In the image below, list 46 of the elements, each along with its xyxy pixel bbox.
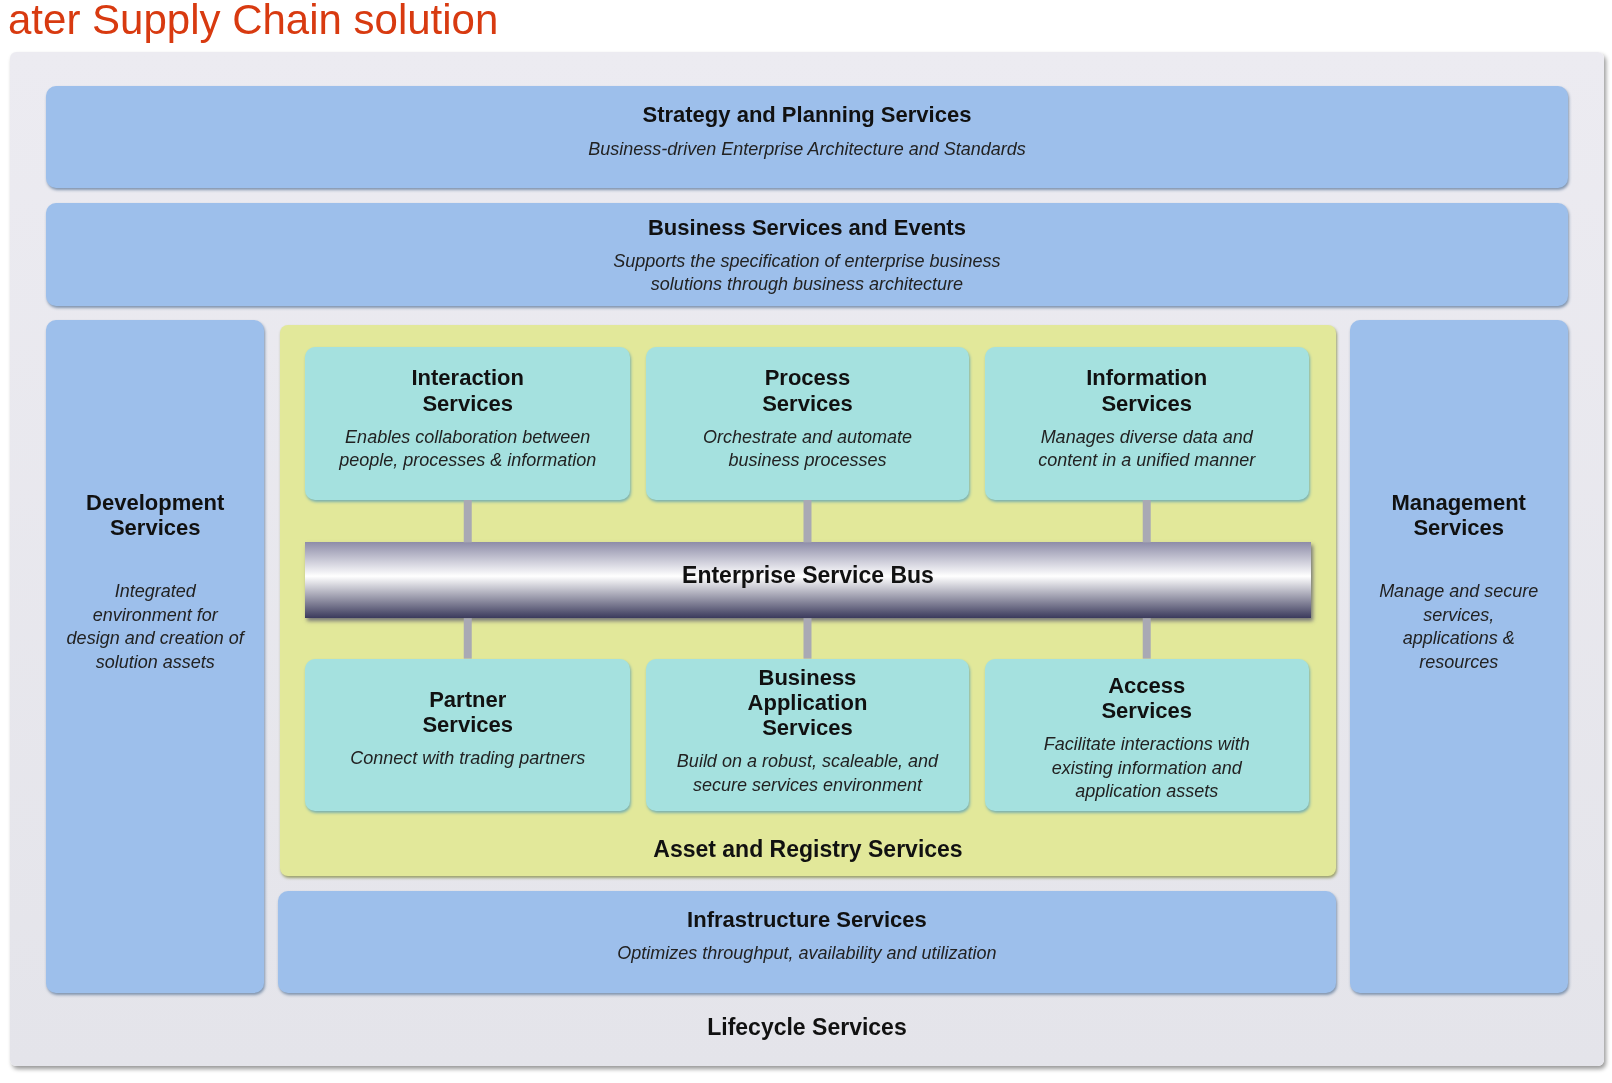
heading: Infrastructure Services bbox=[687, 907, 927, 933]
heading: Management Services bbox=[1390, 489, 1527, 541]
service-card bbox=[305, 347, 631, 500]
title: ater Supply Chain solution bbox=[8, 0, 499, 44]
heading: Interaction Services bbox=[410, 365, 525, 416]
description: Supports the specification of enterprise business solutions through business architecture bbox=[612, 249, 1002, 297]
connector-pipe bbox=[803, 618, 812, 659]
description: Build on a robust, scaleable, and secure services environment bbox=[675, 750, 940, 797]
heading: Business Services and Events bbox=[648, 214, 966, 240]
outer-frame bbox=[10, 51, 1604, 1067]
description: Manage and secure services, applications & resources bbox=[1378, 580, 1539, 674]
description: Business-driven Enterprise Architecture and Standards bbox=[588, 137, 1026, 161]
service-column bbox=[46, 319, 265, 993]
heading: Asset and Registry Services bbox=[652, 835, 964, 863]
service-band bbox=[46, 202, 1568, 306]
heading: Business Application Services bbox=[746, 664, 869, 741]
description: Enables collaboration between people, processes & information bbox=[338, 425, 598, 473]
heading: Process Services bbox=[761, 365, 854, 416]
heading: Strategy and Planning Services bbox=[642, 102, 972, 128]
registry-panel bbox=[279, 324, 1337, 877]
heading: Enterprise Service Bus bbox=[682, 562, 934, 589]
heading: Partner Services bbox=[421, 686, 514, 738]
service-card bbox=[984, 347, 1309, 500]
service-band bbox=[46, 86, 1568, 188]
connector-pipe bbox=[803, 500, 812, 543]
description: Facilitate interactions with existing information and application assets bbox=[1042, 733, 1251, 803]
service-card bbox=[645, 658, 970, 812]
connector-pipe bbox=[463, 500, 472, 543]
description: Connect with trading partners bbox=[350, 747, 586, 771]
service-card bbox=[645, 347, 970, 500]
service-column bbox=[1349, 319, 1568, 993]
heading: Development Services bbox=[85, 489, 226, 541]
description: Integrated environment for design and creation of solution assets bbox=[65, 580, 246, 674]
service-card bbox=[305, 658, 631, 812]
connector-pipe bbox=[1142, 500, 1151, 543]
description: Orchestrate and automate business processes bbox=[701, 425, 913, 473]
service-band bbox=[277, 891, 1337, 993]
heading: Lifecycle Services bbox=[706, 1013, 908, 1041]
description: Manages diverse data and content in a unified manner bbox=[1037, 425, 1257, 473]
connector-pipe bbox=[463, 618, 472, 659]
description: Optimizes throughput, availability and utilization bbox=[617, 942, 997, 966]
heading: Access Services bbox=[1100, 672, 1193, 724]
service-card bbox=[984, 658, 1309, 812]
heading: Information Services bbox=[1085, 365, 1209, 416]
connector-pipe bbox=[1142, 618, 1151, 659]
service-bus-bar bbox=[305, 542, 1311, 619]
